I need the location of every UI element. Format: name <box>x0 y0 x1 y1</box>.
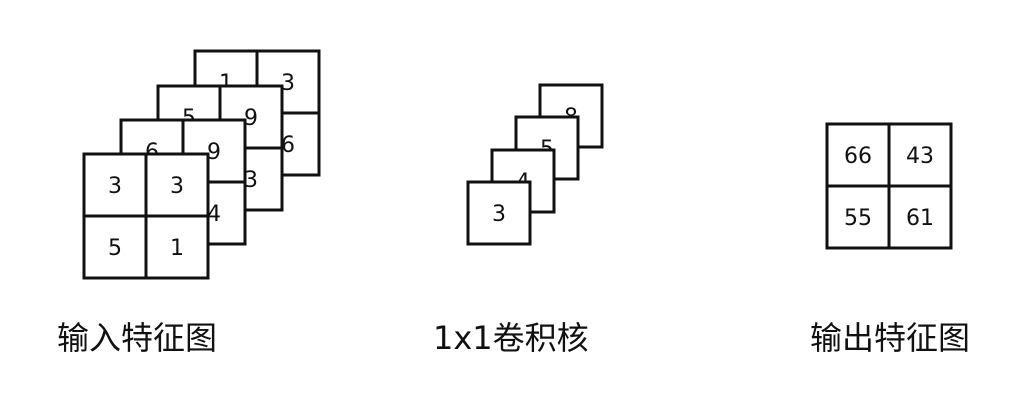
output-cell-value: 55 <box>844 206 872 231</box>
input-feature-map-caption: 输入特征图 <box>57 319 218 357</box>
input-layer-4: 3 3 5 1 <box>82 152 210 280</box>
output-feature-map-caption: 输出特征图 <box>810 319 971 357</box>
input-cell-value: 3 <box>108 174 122 199</box>
input-cell-value: 4 <box>207 202 221 227</box>
kernel-square <box>466 180 532 246</box>
output-cell-value: 66 <box>844 144 872 169</box>
input-cell-value: 9 <box>207 140 221 165</box>
kernel-value: 3 <box>492 202 506 227</box>
input-cell-value: 1 <box>170 236 184 261</box>
input-cell-value: 3 <box>244 168 258 193</box>
output-cell-value: 43 <box>906 144 934 169</box>
output-grid: 66 43 55 61 <box>825 122 953 250</box>
input-cell-value: 6 <box>281 133 295 158</box>
input-cell-value: 3 <box>170 174 184 199</box>
input-cell-value: 5 <box>108 236 122 261</box>
input-cell-value: 3 <box>281 71 295 96</box>
input-cell-value: 9 <box>244 106 258 131</box>
output-cell-value: 61 <box>906 206 934 231</box>
kernel-layer-4: 3 <box>466 180 532 246</box>
kernel-caption: 1x1卷积核 <box>433 319 589 357</box>
